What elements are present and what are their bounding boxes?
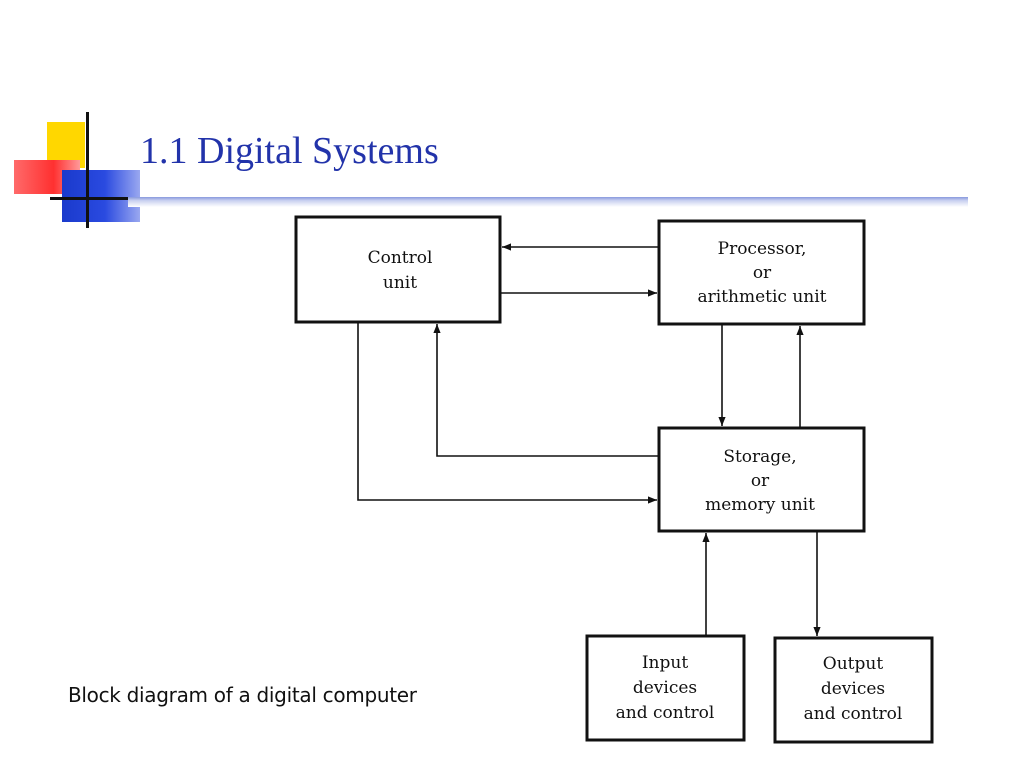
logo-vertical-line	[86, 112, 89, 228]
logo-horizontal-line	[50, 197, 130, 200]
input-label-line-2: devices	[633, 678, 697, 698]
input-label-line-1: Input	[642, 653, 688, 673]
storage-label-line-1: Storage,	[723, 447, 796, 467]
title-underline-rule	[128, 197, 968, 207]
logo-blue-bar	[62, 170, 140, 222]
node-control-unit: Control unit	[294, 215, 502, 324]
output-label-line-2: devices	[821, 679, 885, 699]
edge-control-to-storage	[357, 322, 657, 504]
output-label-line-1: Output	[823, 654, 884, 674]
control-unit-label-line-2: unit	[383, 273, 417, 293]
node-storage: Storage, or memory unit	[657, 426, 866, 533]
processor-label-line-1: Processor,	[718, 239, 807, 259]
edge-storage-to-control	[433, 324, 659, 457]
processor-label-line-2: or	[753, 263, 772, 283]
storage-label-line-2: or	[751, 471, 770, 491]
node-processor: Processor, or arithmetic unit	[657, 219, 866, 326]
input-label-line-3: and control	[616, 703, 715, 723]
storage-label-line-3: memory unit	[705, 495, 815, 515]
control-unit-label-line-1: Control	[368, 248, 433, 268]
figure-caption: Block diagram of a digital computer	[68, 683, 417, 707]
processor-label-line-3: arithmetic unit	[697, 287, 826, 307]
node-input: Input devices and control	[585, 634, 746, 742]
output-label-line-3: and control	[804, 704, 903, 724]
node-output: Output devices and control	[773, 636, 934, 744]
page-title: 1.1 Digital Systems	[140, 130, 439, 172]
